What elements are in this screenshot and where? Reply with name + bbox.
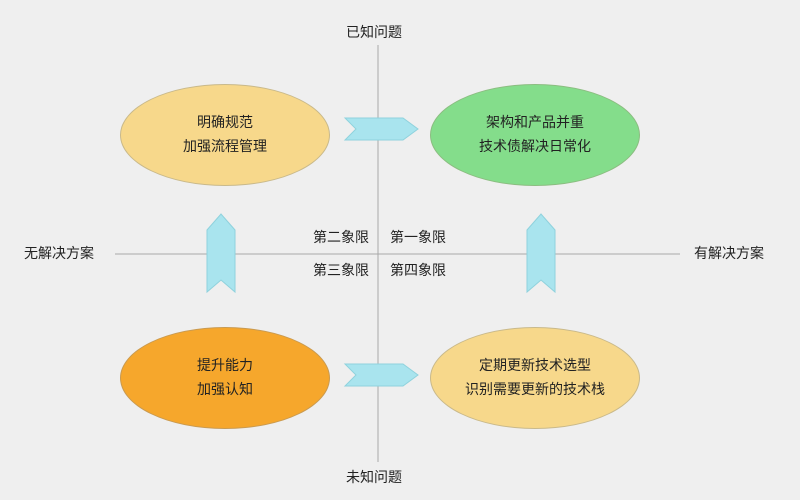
quadrant-label-4: 第四象限 <box>390 263 446 279</box>
node-top-right: 架构和产品并重 技术债解决日常化 <box>430 84 640 186</box>
node-top-left-line2: 加强流程管理 <box>183 139 267 155</box>
axis-label-bottom: 未知问题 <box>346 470 402 486</box>
quadrant-label-1: 第一象限 <box>390 230 446 246</box>
node-top-left-line1: 明确规范 <box>197 115 253 131</box>
node-bottom-right: 定期更新技术选型 识别需要更新的技术栈 <box>430 327 640 429</box>
axis-label-top: 已知问题 <box>346 25 402 41</box>
quadrant-label-3: 第三象限 <box>313 263 369 279</box>
node-bottom-right-line1: 定期更新技术选型 <box>479 358 591 374</box>
quadrant-label-2: 第二象限 <box>313 230 369 246</box>
node-bottom-right-line2: 识别需要更新的技术栈 <box>465 382 605 398</box>
node-bottom-left: 提升能力 加强认知 <box>120 327 330 429</box>
node-top-right-line2: 技术债解决日常化 <box>479 139 591 155</box>
arrow-right-top <box>343 117 419 141</box>
node-bottom-left-line2: 加强认知 <box>197 382 253 398</box>
axis-label-left: 无解决方案 <box>24 246 94 262</box>
arrow-up-right <box>526 213 556 294</box>
node-top-left: 明确规范 加强流程管理 <box>120 84 330 186</box>
arrow-up-left <box>206 213 236 294</box>
arrow-right-bottom <box>343 363 419 387</box>
axis-label-right: 有解决方案 <box>694 246 764 262</box>
node-top-right-line1: 架构和产品并重 <box>486 115 584 131</box>
node-bottom-left-line1: 提升能力 <box>197 358 253 374</box>
